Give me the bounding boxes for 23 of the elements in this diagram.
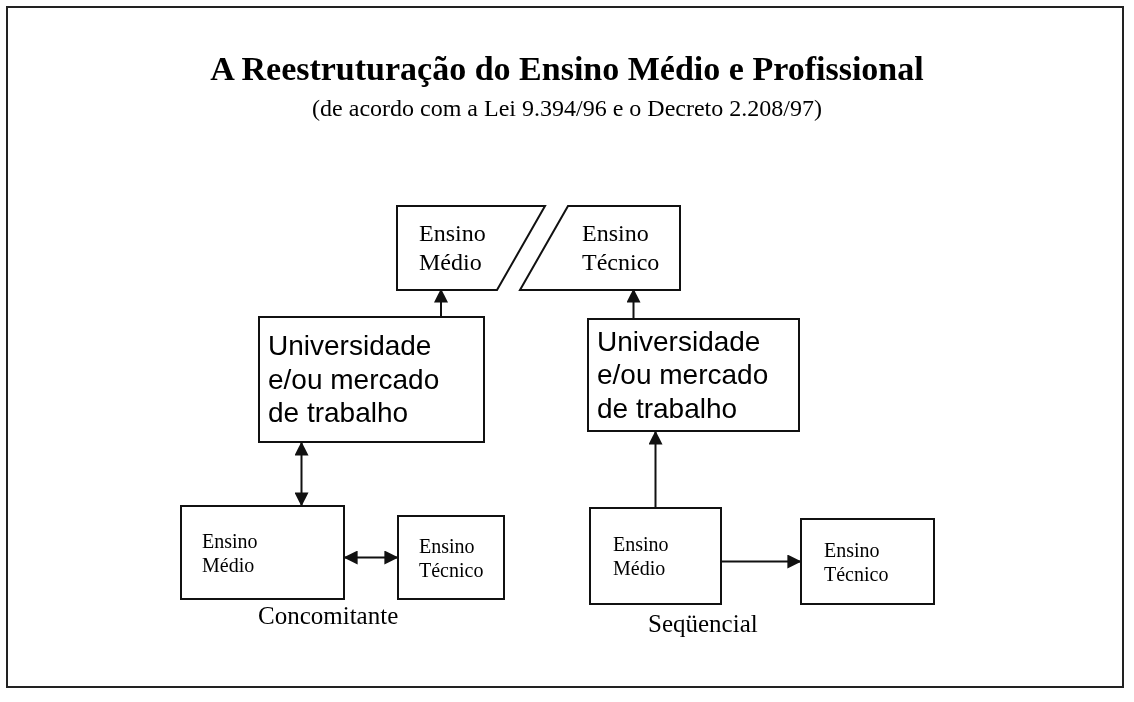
box-label: Ensino Médio bbox=[612, 532, 670, 580]
box-label: Ensino Técnico bbox=[418, 533, 485, 582]
process-box bbox=[800, 518, 935, 605]
subtitle: (de acordo com a Lei 9.394/96 e o Decreto 2.208/97) bbox=[311, 95, 823, 122]
process-box bbox=[180, 505, 345, 600]
process-box bbox=[397, 515, 505, 600]
process-box bbox=[587, 318, 800, 432]
arrow bbox=[648, 430, 663, 508]
arrow bbox=[721, 554, 802, 569]
slanted-box bbox=[397, 206, 545, 290]
arrow bbox=[294, 441, 309, 507]
box-label: Ensino Técnico bbox=[823, 537, 890, 586]
box-label: Universidade e/ou mercado de trabalho bbox=[596, 324, 770, 426]
box-label: Universidade e/ou mercado de trabalho bbox=[267, 329, 441, 430]
slanted-box bbox=[520, 206, 680, 290]
process-box bbox=[258, 316, 485, 443]
group-label: Seqüencial bbox=[648, 610, 758, 638]
box-label: Ensino Médio bbox=[418, 219, 487, 277]
box-label: Ensino Médio bbox=[201, 528, 259, 577]
process-box bbox=[589, 507, 722, 605]
title: A Reestruturação do Ensino Médio e Profissional bbox=[209, 50, 925, 88]
box-label: Ensino Técnico bbox=[581, 219, 661, 277]
group-label: Concomitante bbox=[258, 602, 399, 630]
